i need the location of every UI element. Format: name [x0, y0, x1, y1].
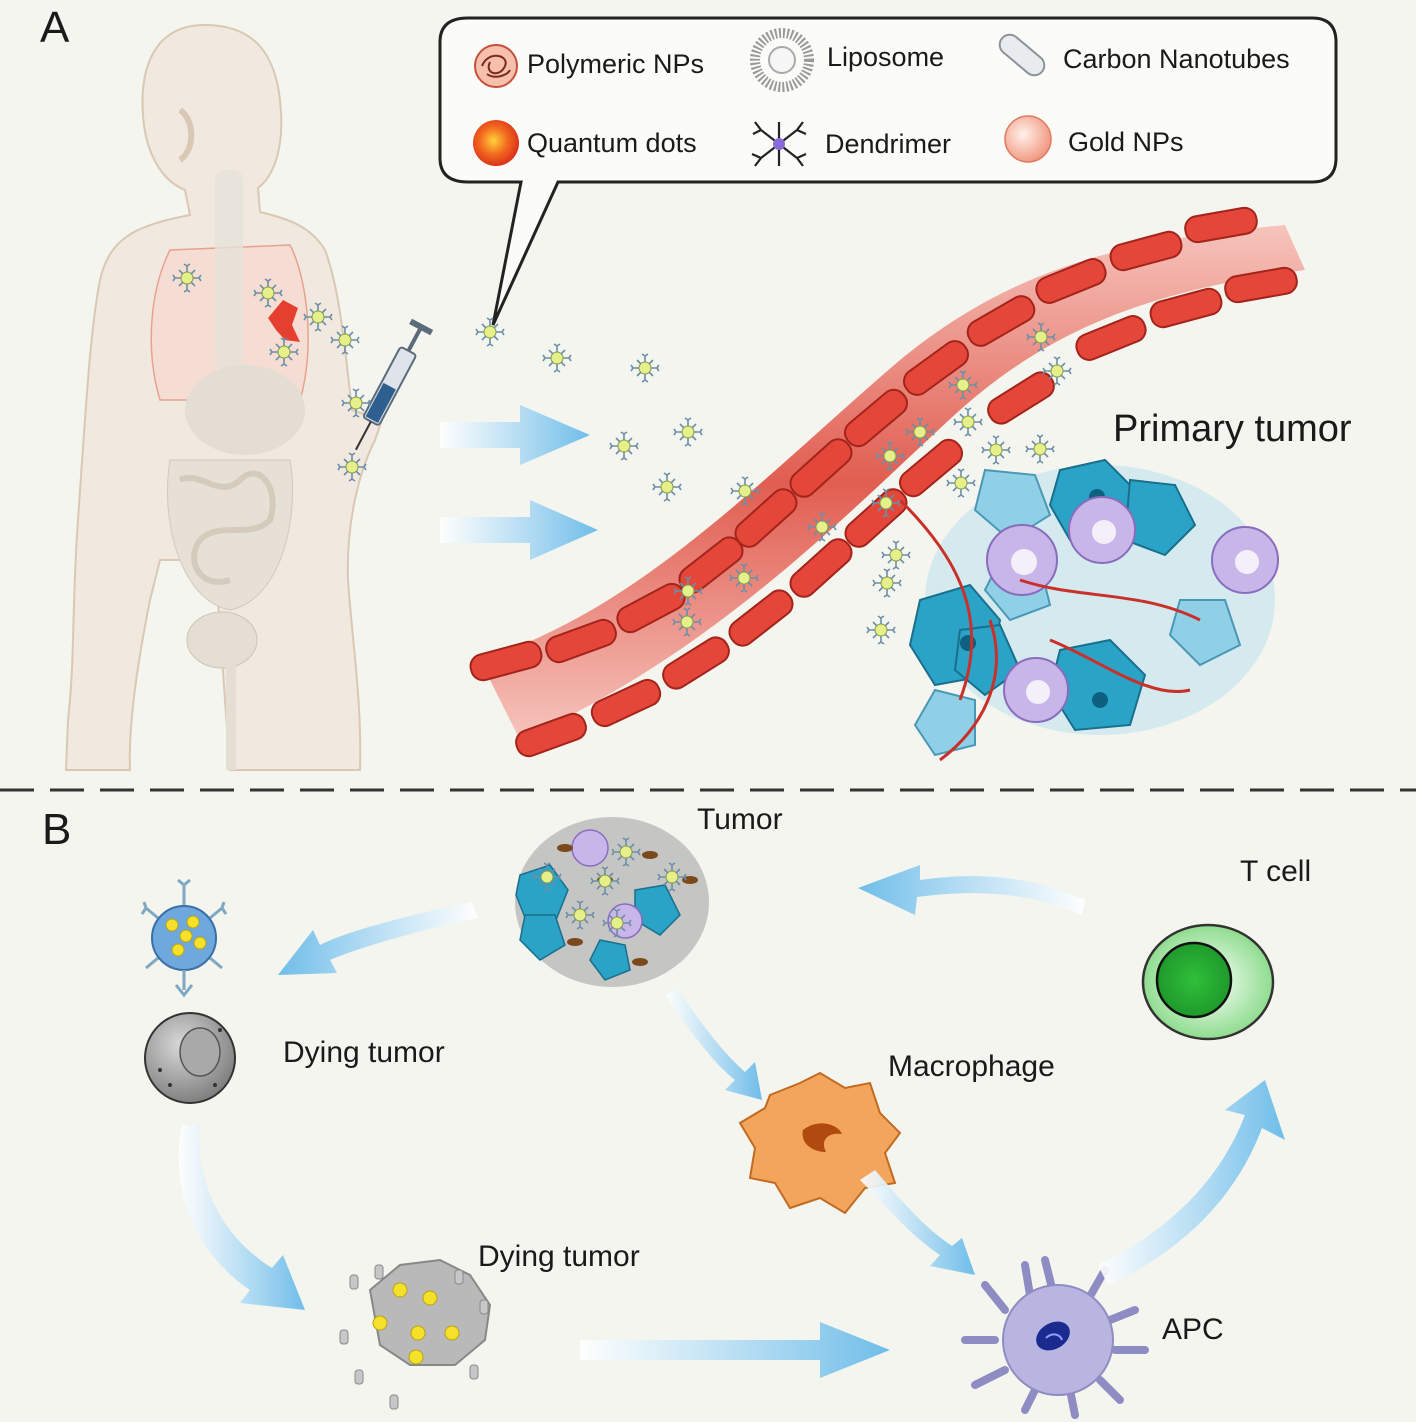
nanoparticle-legend-box — [438, 16, 1338, 326]
dendrimer-icon — [751, 121, 807, 167]
human-body-illustration — [64, 23, 384, 771]
legend-polymeric-nps: Polymeric NPs — [527, 49, 705, 79]
panel-a-arrows — [440, 405, 598, 560]
dying-tumor-label-1: Dying tumor — [283, 1036, 445, 1069]
dying-tumor-cell-1 — [144, 1012, 236, 1104]
dying-tumor-cell-2 — [339, 1258, 492, 1410]
legend-quantum-dots: Quantum dots — [527, 128, 697, 158]
polymeric-np-icon — [474, 44, 518, 88]
dying-tumor-label-2: Dying tumor — [478, 1240, 640, 1273]
syringe-icon — [355, 318, 434, 451]
gold-np-icon — [1004, 115, 1052, 163]
legend-dendrimer: Dendrimer — [825, 129, 952, 159]
quantum-dot-icon — [473, 120, 519, 166]
legend-gold-nps: Gold NPs — [1068, 127, 1184, 157]
macrophage-label: Macrophage — [888, 1050, 1055, 1083]
targeted-nanoparticle — [140, 878, 228, 998]
tumor-label: Tumor — [697, 803, 783, 836]
legend-carbon-nanotubes: Carbon Nanotubes — [1063, 44, 1290, 74]
panel-b-arrows — [178, 865, 1285, 1378]
panel-b-letter: B — [42, 805, 72, 854]
t-cell-label: T cell — [1240, 855, 1312, 888]
macrophage-cell — [738, 1071, 902, 1215]
panel-a-letter: A — [40, 3, 70, 52]
primary-tumor-cluster — [898, 458, 1279, 762]
apc-cell — [961, 1256, 1149, 1419]
primary-tumor-label: Primary tumor — [1113, 408, 1352, 450]
t-cell — [1141, 923, 1275, 1041]
legend-liposome: Liposome — [827, 42, 945, 72]
apc-label: APC — [1162, 1313, 1224, 1346]
tumor-cluster — [515, 817, 709, 987]
carbon-nanotube-icon — [998, 33, 1046, 77]
liposome-icon — [750, 28, 814, 92]
